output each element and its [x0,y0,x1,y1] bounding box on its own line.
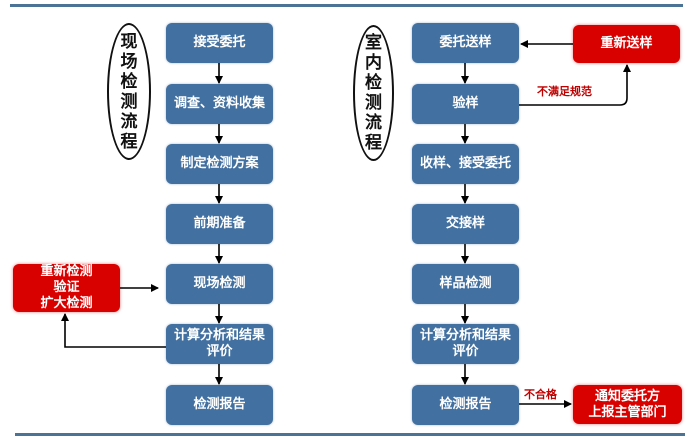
indoor-title-ellipse: 室内检测流程 [353,25,394,161]
indoor-resend-box[interactable]: 重新送样 [573,25,680,63]
indoor-step-submit-sample[interactable]: 委托送样 [412,23,519,63]
onsite-step-field-test[interactable]: 现场检测 [166,264,273,304]
onsite-step-accept[interactable]: 接受委托 [166,23,273,63]
bottom-rule [15,433,685,436]
step-label: 检测报告 [193,397,246,412]
arrow-inspect-to-resend [519,64,631,106]
top-rule [10,4,683,7]
step-label: 检测报告 [439,397,492,412]
step-label: 制定检测方案 [180,156,259,171]
indoor-step-report[interactable]: 检测报告 [412,385,519,425]
indoor-step-handover[interactable]: 交接样 [412,204,519,244]
indoor-step-inspect-sample[interactable]: 验样 [412,84,519,124]
resend-label: 重新送样 [600,36,653,51]
step-label: 接受委托 [193,35,246,50]
onsite-step-prepare[interactable]: 前期准备 [166,204,273,244]
onsite-title-ellipse: 现场检测流程 [107,23,151,160]
step-label: 计算分析和结果评价 [419,328,511,359]
indoor-notify-box[interactable]: 通知委托方 上报主管部门 [573,385,682,424]
step-label: 验样 [452,96,479,111]
step-label: 样品检测 [439,276,492,291]
expand-line: 扩大检测 [40,296,93,311]
arrow-analysis-to-retest [61,313,166,348]
notify-line: 通知委托方 [594,388,660,404]
report-authority-line: 上报主管部门 [588,404,667,420]
onsite-title: 现场检测流程 [120,31,138,152]
condition-unqualified: 不合格 [524,388,557,401]
onsite-step-plan[interactable]: 制定检测方案 [166,144,273,184]
indoor-step-receive[interactable]: 收样、接受委托 [412,144,519,184]
indoor-step-sample-test[interactable]: 样品检测 [412,264,519,304]
retest-line: 重新检测 [40,264,93,279]
condition-not-meet-spec: 不满足规范 [537,85,592,98]
indoor-step-analysis[interactable]: 计算分析和结果评价 [412,324,519,364]
step-label: 前期准备 [193,216,246,231]
onsite-step-report[interactable]: 检测报告 [166,385,273,425]
onsite-retest-box[interactable]: 重新检测 验证 扩大检测 [13,264,120,312]
step-label: 交接样 [445,216,485,231]
onsite-step-investigate[interactable]: 调查、资料收集 [166,84,273,124]
indoor-title: 室内检测流程 [365,33,382,153]
step-label: 收样、接受委托 [419,156,511,171]
verify-line: 验证 [53,280,80,295]
onsite-step-analysis[interactable]: 计算分析和结果评价 [166,324,273,364]
step-label: 计算分析和结果评价 [173,328,265,359]
step-label: 委托送样 [439,35,492,50]
step-label: 调查、资料收集 [173,96,265,111]
step-label: 现场检测 [193,276,246,291]
